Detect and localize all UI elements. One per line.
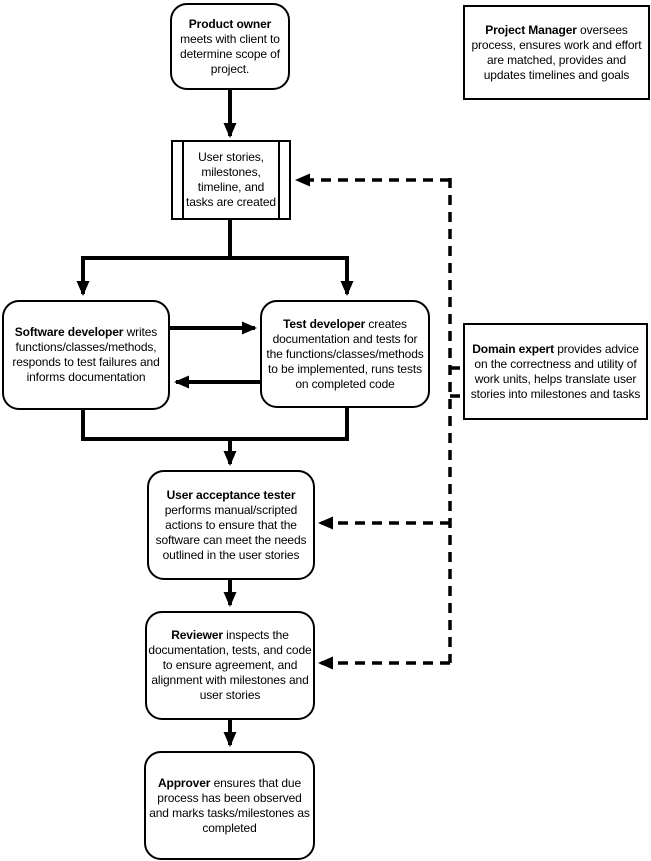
- node-domain-expert-title: Domain expert: [472, 341, 554, 356]
- node-project-manager: Project Manager oversees process, ensure…: [463, 5, 650, 100]
- node-reviewer: Reviewer inspects the documentation, tes…: [145, 611, 315, 720]
- node-test-developer: Test developer creates documentation and…: [260, 300, 430, 408]
- node-project-manager-label: Project Manager oversees process, ensure…: [466, 23, 647, 83]
- node-reviewer-title: Reviewer: [171, 628, 223, 642]
- node-approver-title: Approver: [157, 775, 211, 790]
- node-product-owner-label: Product owner meets with client to deter…: [173, 17, 287, 77]
- node-domain-expert: Domain expert provides advice on the cor…: [463, 323, 648, 420]
- node-user-acceptance-tester: User acceptance tester performs manual/s…: [147, 470, 315, 580]
- node-project-manager-title: Project Manager: [485, 22, 577, 37]
- node-domain-expert-body: provides advice on the correctness and u…: [470, 341, 641, 401]
- node-user-stories: User stories, milestones, timeline, and …: [171, 140, 291, 220]
- node-product-owner-title: Product owner: [188, 16, 272, 31]
- node-product-owner-body: meets with client to determine scope of …: [180, 31, 280, 76]
- predefined-process-bar-right: [278, 142, 280, 218]
- node-reviewer-label: Reviewer inspects the documentation, tes…: [148, 628, 312, 703]
- predefined-process-bar-left: [182, 142, 184, 218]
- node-software-developer: Software developer writes functions/clas…: [2, 300, 170, 410]
- node-project-manager-body: oversees process, ensures work and effor…: [471, 22, 642, 82]
- node-user-acceptance-tester-body: performs manual/scripted actions to ensu…: [155, 502, 307, 562]
- node-user-stories-label: User stories, milestones, timeline, and …: [184, 150, 278, 210]
- node-approver: Approver ensures that due process has be…: [144, 751, 315, 860]
- node-software-developer-title: Software developer: [14, 325, 124, 339]
- node-test-developer-body: creates documentation and tests for the …: [266, 316, 424, 391]
- node-test-developer-label: Test developer creates documentation and…: [263, 317, 427, 392]
- node-product-owner: Product owner meets with client to deter…: [170, 3, 290, 90]
- node-user-acceptance-tester-label: User acceptance tester performs manual/s…: [150, 488, 312, 563]
- node-software-developer-body: writes functions/classes/methods, respon…: [12, 325, 160, 384]
- node-user-acceptance-tester-title: User acceptance tester: [166, 487, 296, 502]
- node-approver-body: ensures that due process has been observ…: [149, 775, 310, 835]
- node-user-stories-body: User stories, milestones, timeline, and …: [185, 150, 276, 209]
- node-domain-expert-label: Domain expert provides advice on the cor…: [466, 342, 645, 402]
- node-reviewer-body: inspects the documentation, tests, and c…: [148, 628, 312, 702]
- node-software-developer-label: Software developer writes functions/clas…: [5, 325, 167, 385]
- node-approver-label: Approver ensures that due process has be…: [147, 776, 312, 836]
- node-test-developer-title: Test developer: [283, 316, 366, 331]
